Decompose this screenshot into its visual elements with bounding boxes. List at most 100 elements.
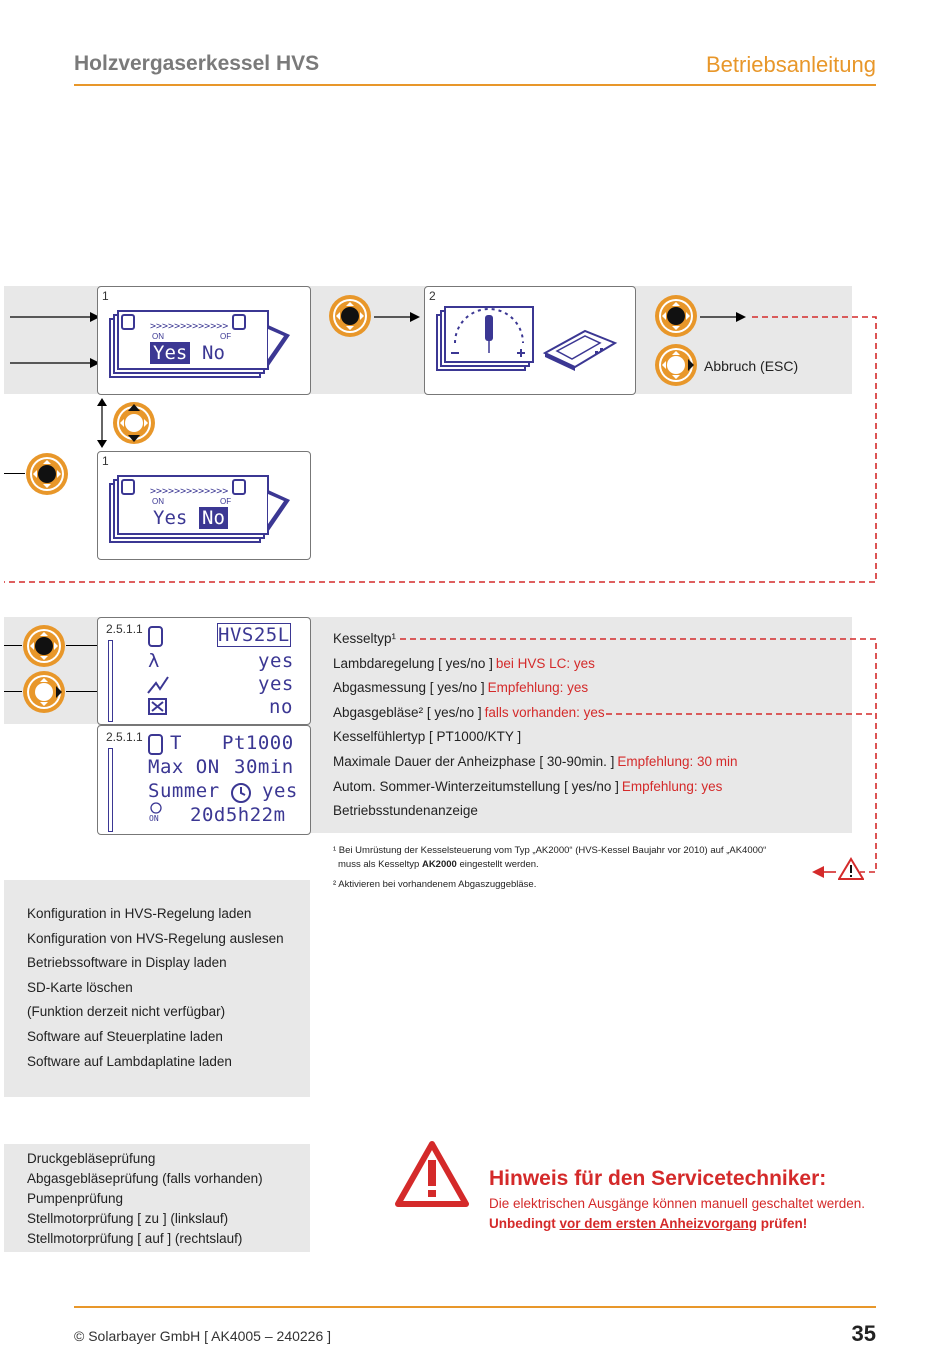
param-row: Kesseltyp¹ bbox=[333, 627, 737, 652]
confirm-knob-icon[interactable] bbox=[328, 294, 372, 338]
up-down-knob-icon[interactable] bbox=[112, 401, 156, 445]
config-menu-item: Software auf Lambdaplatine laden bbox=[27, 1053, 232, 1069]
notice-title: Hinweis für den Servicetechniker: bbox=[489, 1167, 827, 1190]
screen-panel-yes: 1 >>>>>>>>>>>>> ON OF Yes No bbox=[97, 286, 311, 395]
copyright: © Solarbayer GmbH [ AK4005 – 240226 ] bbox=[74, 1328, 332, 1344]
connector-line bbox=[4, 691, 22, 692]
boiler-type-value: HVS25L bbox=[217, 623, 291, 647]
scrollbar[interactable] bbox=[108, 748, 113, 832]
summer-value: yes bbox=[262, 780, 298, 802]
escape-knob-icon[interactable] bbox=[22, 670, 66, 714]
connector-line bbox=[66, 691, 97, 692]
test-menu-item: Druckgebläseprüfung bbox=[27, 1151, 156, 1166]
display-screen-b: 2.5.1.1 T Pt1000 Max ON 30min Summer yes… bbox=[97, 725, 311, 835]
param-row: Kesselfühlertyp [ PT1000/KTY ] bbox=[333, 725, 737, 750]
notice-line1: Die elektrischen Ausgänge können manuell… bbox=[489, 1196, 865, 1211]
param-recommendation: Empfehlung: yes bbox=[621, 778, 723, 794]
config-menu-item: SD-Karte löschen bbox=[27, 979, 133, 995]
header-divider bbox=[74, 84, 876, 86]
param-label: Betriebsstundenanzeige bbox=[333, 803, 478, 819]
param-label: Autom. Sommer-Winterzeitumstellung [ yes… bbox=[333, 778, 619, 794]
confirm-knob-icon[interactable] bbox=[25, 452, 69, 496]
param-recommendation: Empfehlung: yes bbox=[487, 680, 589, 696]
boiler-icon bbox=[148, 734, 163, 755]
param-links bbox=[400, 638, 877, 878]
boiler-icon bbox=[148, 626, 163, 647]
notice-line2: Unbedingt vor dem ersten Anheizvorgang p… bbox=[489, 1216, 808, 1231]
param-row: Lambdaregelung [ yes/no ]bei HVS LC: yes bbox=[333, 652, 737, 677]
connector-line bbox=[4, 473, 25, 474]
param-label: Abgasmessung [ yes/no ] bbox=[333, 680, 485, 696]
abort-label: Abbruch (ESC) bbox=[704, 358, 799, 374]
no-option: No bbox=[202, 342, 225, 364]
clock-icon bbox=[231, 783, 251, 803]
document-title: Holzvergaserkessel HVS bbox=[74, 52, 320, 75]
test-menu-item: Abgasgebläseprüfung (falls vorhanden) bbox=[27, 1171, 263, 1186]
param-recommendation: falls vorhanden: yes bbox=[484, 704, 605, 720]
param-label: Abgasgebläse² [ yes/no ] bbox=[333, 704, 482, 720]
warning-triangle-icon bbox=[395, 1141, 469, 1207]
max-on-label: Max ON bbox=[148, 756, 220, 778]
summer-label: Summer bbox=[148, 780, 220, 802]
confirm-knob-icon[interactable] bbox=[22, 624, 66, 668]
entry-arrows bbox=[10, 312, 100, 368]
lambda-value: yes bbox=[258, 650, 294, 672]
arrows-text: >>>>>>>>>>>>> bbox=[150, 321, 229, 332]
config-menu-item: Betriebssoftware in Display laden bbox=[27, 955, 227, 971]
test-menu-item: Pumpenprüfung bbox=[27, 1191, 124, 1206]
sensor-value: Pt1000 bbox=[222, 732, 294, 754]
footnote-2: ² Aktivieren bei vorhandenem Abgaszuggeb… bbox=[333, 879, 537, 890]
display-screen-a: 2.5.1.1 HVS25L λ yes yes no bbox=[97, 617, 311, 725]
param-recommendation: bei HVS LC: yes bbox=[495, 655, 595, 671]
of-label: OF bbox=[220, 497, 232, 506]
exhaust-measure-icon bbox=[147, 676, 169, 694]
param-row: Betriebsstundenanzeige bbox=[333, 799, 737, 824]
escape-return-path bbox=[4, 316, 877, 583]
test-menu-item: Stellmotorprüfung [ zu ] (linkslauf) bbox=[27, 1211, 229, 1226]
of-label: OF bbox=[220, 332, 232, 341]
confirm-knob-icon[interactable] bbox=[654, 294, 698, 338]
yes-option: Yes bbox=[153, 507, 188, 529]
flow-arrow bbox=[374, 312, 420, 322]
menu-code: 2.5.1.1 bbox=[106, 730, 143, 744]
exhaust-measure-value: yes bbox=[258, 673, 294, 695]
config-menu-item: Konfiguration in HVS-Regelung laden bbox=[27, 906, 252, 921]
sensor-label: T bbox=[170, 732, 182, 754]
config-menu-item: Software auf Steuerplatine laden bbox=[27, 1028, 223, 1044]
hours-on-label: ON bbox=[149, 814, 159, 823]
test-menu-item: Stellmotorprüfung [ auf ] (rechtslauf) bbox=[27, 1231, 243, 1246]
stacked-screens-icon bbox=[109, 475, 290, 543]
test-menu-box bbox=[4, 1144, 310, 1252]
no-option-selected: No bbox=[199, 507, 228, 529]
scrollbar[interactable] bbox=[108, 640, 113, 722]
section-title: Betriebsanleitung bbox=[705, 52, 876, 77]
max-on-value: 30min bbox=[234, 756, 294, 778]
on-label: ON bbox=[152, 497, 164, 506]
toggle-arrow bbox=[97, 398, 107, 448]
param-label: Kesselfühlertyp [ PT1000/KTY ] bbox=[333, 729, 522, 745]
param-row: Autom. Sommer-Winterzeitumstellung [ yes… bbox=[333, 775, 737, 800]
params-band-white-gap bbox=[4, 724, 98, 834]
config-menu-box bbox=[4, 880, 310, 1097]
exhaust-fan-value: no bbox=[269, 696, 293, 718]
step-number: 1 bbox=[102, 454, 109, 468]
param-label: Maximale Dauer der Anheizphase [ 30-90mi… bbox=[333, 753, 615, 769]
lambda-icon: λ bbox=[148, 650, 160, 672]
page-number: 35 bbox=[851, 1321, 876, 1346]
escape-knob-icon[interactable] bbox=[654, 343, 698, 387]
param-row: Maximale Dauer der Anheizphase [ 30-90mi… bbox=[333, 750, 737, 775]
operating-hours-value: 20d5h22m bbox=[190, 804, 286, 826]
flow-arrow bbox=[700, 312, 746, 322]
screen-panel-no: 1 >>>>>>>>>>>>> ON OF Yes No bbox=[97, 451, 311, 560]
param-label: Lambdaregelung [ yes/no ] bbox=[333, 655, 493, 671]
footnote-1: ¹ Bei Umrüstung der Kesselsteuerung vom … bbox=[333, 845, 767, 870]
yes-option-selected: Yes bbox=[150, 342, 191, 364]
dial-screen-icon bbox=[436, 306, 618, 371]
connector-line bbox=[66, 645, 97, 646]
hours-clock-icon bbox=[150, 802, 162, 814]
arrows-text: >>>>>>>>>>>>> bbox=[150, 486, 229, 497]
menu-code: 2.5.1.1 bbox=[106, 622, 143, 636]
config-menu-item: (Funktion derzeit nicht verfügbar) bbox=[27, 1004, 226, 1020]
